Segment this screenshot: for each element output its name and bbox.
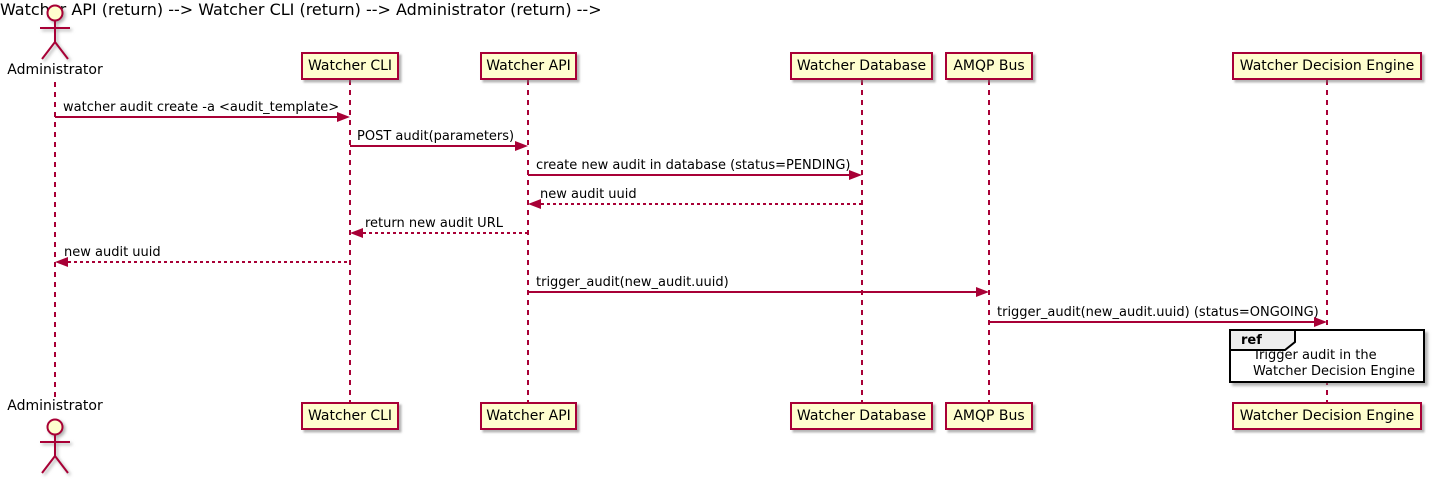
actor-administrator-top-icon xyxy=(40,4,70,60)
ref-text: Trigger audit in the Watcher Decision En… xyxy=(1253,348,1415,379)
message-7-line xyxy=(528,291,976,293)
ref-keyword: ref xyxy=(1241,333,1262,348)
participant-label: Watcher CLI xyxy=(307,58,393,74)
message-6-arrowhead-icon xyxy=(55,257,68,267)
message-4-label: new audit uuid xyxy=(540,187,637,202)
participant-bottom-amqp-bus: AMQP Bus xyxy=(945,402,1033,430)
lifeline-watcher-cli xyxy=(349,80,351,402)
ref-text-line-2: Watcher Decision Engine xyxy=(1253,363,1415,379)
participant-label: Watcher CLI xyxy=(307,408,393,424)
participant-top-watcher-decision-engine: Watcher Decision Engine xyxy=(1232,52,1422,80)
participant-top-amqp-bus: AMQP Bus xyxy=(945,52,1033,80)
message-3-arrowhead-icon xyxy=(849,170,862,180)
participant-top-watcher-cli: Watcher CLI xyxy=(301,52,399,80)
ref-header-pentagon xyxy=(1229,329,1296,351)
lifeline-watcher-api xyxy=(527,80,529,402)
participant-bottom-watcher-api: Watcher API xyxy=(480,402,577,430)
participant-top-watcher-api: Watcher API xyxy=(480,52,577,80)
participant-label: Watcher Database xyxy=(796,58,927,74)
message-6-line xyxy=(68,261,350,263)
message-2-label: POST audit(parameters) xyxy=(357,129,515,144)
participant-top-watcher-database: Watcher Database xyxy=(790,52,933,80)
participant-label: Watcher API xyxy=(486,58,571,74)
message-1-arrowhead-icon xyxy=(337,112,350,122)
message-5-arrowhead-icon xyxy=(350,228,363,238)
message-4-arrowhead-icon xyxy=(528,199,541,209)
message-8-arrowhead-icon xyxy=(1314,317,1327,327)
message-8-line xyxy=(989,321,1315,323)
ref-fragment: ref Trigger audit in the Watcher Decisio… xyxy=(1229,329,1425,383)
participant-bottom-watcher-cli: Watcher CLI xyxy=(301,402,399,430)
message-2-line xyxy=(350,145,516,147)
message-8-label: trigger_audit(new_audit.uuid) (status=ON… xyxy=(997,305,1319,320)
message-6-label: new audit uuid xyxy=(64,245,161,260)
message-4-line xyxy=(541,203,862,205)
ref-text-line-1: Trigger audit in the xyxy=(1253,348,1377,363)
message-2-arrowhead-icon xyxy=(515,141,528,151)
participant-label: Watcher Decision Engine xyxy=(1239,408,1415,424)
message-5-label: return new audit URL xyxy=(365,216,503,231)
participant-bottom-watcher-decision-engine: Watcher Decision Engine xyxy=(1232,402,1422,430)
lifeline-administrator xyxy=(54,82,56,398)
message-7-label: trigger_audit(new_audit.uuid) xyxy=(536,275,729,290)
participant-label: Watcher API xyxy=(486,408,571,424)
actor-administrator-bottom-icon xyxy=(40,418,70,474)
participant-label: AMQP Bus xyxy=(953,58,1025,74)
actor-administrator-bottom-label: Administrator xyxy=(7,398,103,414)
actor-administrator-top-label: Administrator xyxy=(7,62,103,78)
participant-bottom-watcher-database: Watcher Database xyxy=(790,402,933,430)
message-1-label: watcher audit create -a <audit_template> xyxy=(63,100,340,115)
participant-label: Watcher Database xyxy=(796,408,927,424)
lifeline-watcher-decision-engine xyxy=(1326,80,1328,402)
message-7-arrowhead-icon xyxy=(976,287,989,297)
message-3-line xyxy=(528,174,850,176)
lifeline-amqp-bus xyxy=(988,80,990,402)
participant-label: AMQP Bus xyxy=(953,408,1025,424)
lifeline-watcher-database xyxy=(861,80,863,402)
message-5-line xyxy=(363,232,528,234)
message-1-line xyxy=(55,116,338,118)
participant-label: Watcher Decision Engine xyxy=(1239,58,1415,74)
message-3-label: create new audit in database (status=PEN… xyxy=(536,158,851,173)
